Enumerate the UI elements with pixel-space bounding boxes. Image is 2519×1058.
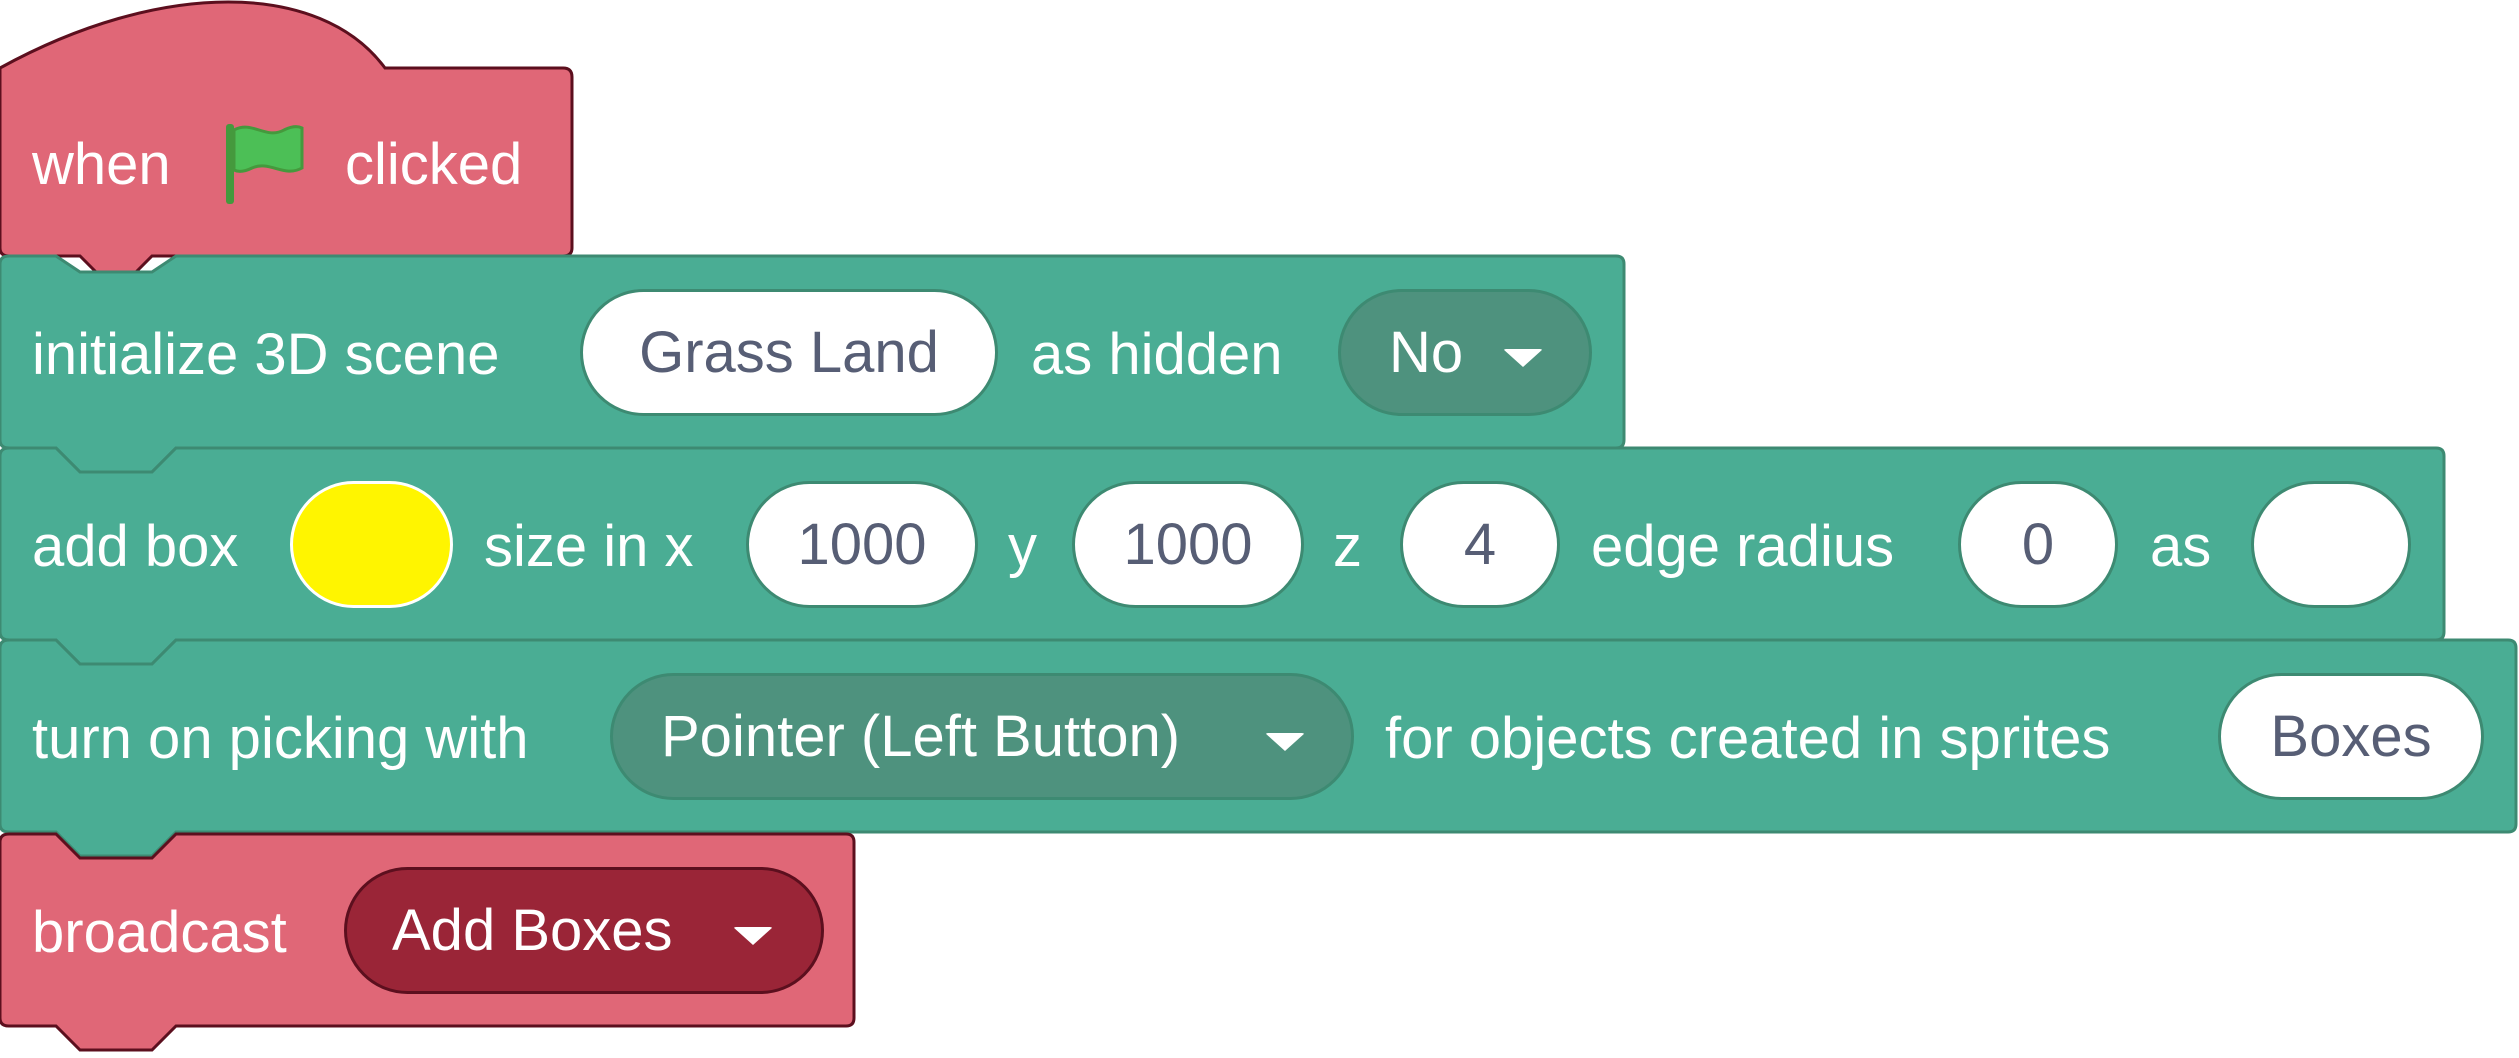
when-label: when [32,132,171,197]
scene-name-input[interactable]: Grass Land [580,289,998,416]
hidden-dropdown-value: No [1389,320,1464,385]
sprites-input[interactable]: Boxes [2218,673,2484,800]
picking-label: turn on picking with [32,706,529,771]
add-box-label: add box [32,514,239,579]
broadcast-message-value: Add Boxes [392,898,673,963]
size-in-x-label: size in x [484,514,694,579]
pointer-dropdown-value: Pointer (Left Button) [661,704,1181,769]
objects-in-sprites-label: for objects created in sprites [1385,706,2111,771]
green-flag-icon [226,124,304,204]
y-label: y [1008,514,1037,579]
box-color-picker[interactable] [290,481,453,608]
z-label: z [1333,514,1362,579]
broadcast-label: broadcast [32,900,287,965]
broadcast-message-dropdown[interactable]: Add Boxes [344,867,824,994]
clicked-label: clicked [345,132,523,197]
size-x-input[interactable]: 1000 [746,481,978,608]
edge-radius-label: edge radius [1591,514,1895,579]
size-z-input[interactable]: 4 [1400,481,1560,608]
init-scene-label: initialize 3D scene [32,322,500,387]
pointer-dropdown[interactable]: Pointer (Left Button) [610,673,1354,800]
edge-radius-input[interactable]: 0 [1958,481,2118,608]
as-label: as [2150,514,2212,579]
chevron-down-icon [1503,348,1543,367]
chevron-down-icon [1265,732,1305,751]
as-hidden-label: as hidden [1031,322,1283,387]
chevron-down-icon [733,926,773,945]
size-y-input[interactable]: 1000 [1072,481,1304,608]
name-input[interactable] [2251,481,2411,608]
hidden-dropdown[interactable]: No [1338,289,1592,416]
